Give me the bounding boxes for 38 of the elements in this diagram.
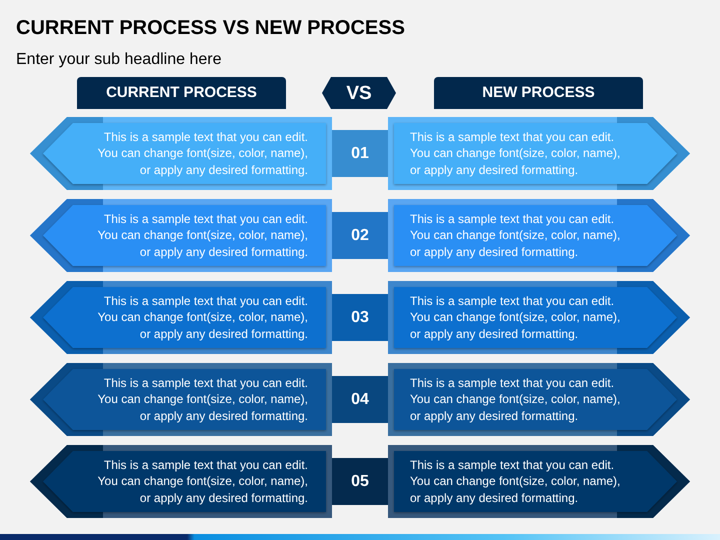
- banner-text: This is a sample text that you can edit. You can change font(size, color, name), or apply any desired formatting.: [410, 374, 622, 424]
- banner-text: This is a sample text that you can edit. You can change font(size, color, name), or apply any desired formatting.: [410, 456, 622, 506]
- header-text: NEW PROCESS: [482, 84, 595, 102]
- banner-text: This is a sample text that you can edit. You can change font(size, color, name), or apply any desired formatting.: [410, 210, 622, 260]
- right-arrow-banner: [388, 445, 690, 518]
- banner-text: This is a sample text that you can edit. You can change font(size, color, name), or apply any desired formatting.: [96, 128, 308, 178]
- banner-text: This is a sample text that you can edit. You can change font(size, color, name), or apply any desired formatting.: [96, 210, 308, 260]
- right-arrow-banner: [388, 281, 690, 354]
- banner-text: This is a sample text that you can edit. You can change font(size, color, name), or apply any desired formatting.: [410, 128, 622, 178]
- vs-label: VS: [346, 84, 372, 102]
- right-arrow-banner: [388, 199, 690, 272]
- step-number-tile: [332, 376, 388, 423]
- left-arrow-banner: [30, 281, 332, 354]
- step-number: 04: [351, 392, 369, 408]
- title: CURRENT PROCESS VS NEW PROCESS: [16, 16, 405, 41]
- subtitle: Enter your sub headline here: [16, 50, 222, 70]
- left-arrow-banner: [30, 199, 332, 272]
- banner-text: This is a sample text that you can edit. You can change font(size, color, name), or apply any desired formatting.: [96, 292, 308, 342]
- step-number: 05: [351, 474, 369, 490]
- left-arrow-banner: [30, 445, 332, 518]
- right-arrow-banner: [388, 117, 690, 190]
- step-number-tile: [332, 130, 388, 177]
- step-number-tile: [332, 458, 388, 505]
- right-arrow-banner: [388, 363, 690, 436]
- step-number: 01: [351, 146, 369, 162]
- header-text: CURRENT PROCESS: [106, 84, 257, 102]
- column-header: [77, 77, 286, 109]
- banner-text: This is a sample text that you can edit. You can change font(size, color, name), or apply any desired formatting.: [410, 292, 622, 342]
- banner-text: This is a sample text that you can edit. You can change font(size, color, name), or apply any desired formatting.: [96, 456, 308, 506]
- left-arrow-banner: [30, 117, 332, 190]
- vs-hexagon: [322, 77, 396, 109]
- banner-text: This is a sample text that you can edit. You can change font(size, color, name), or apply any desired formatting.: [96, 374, 308, 424]
- step-number: 02: [351, 228, 369, 244]
- column-header: [434, 77, 643, 109]
- step-number-tile: [332, 294, 388, 341]
- left-arrow-banner: [30, 363, 332, 436]
- step-number-tile: [332, 212, 388, 259]
- step-number: 03: [351, 310, 369, 326]
